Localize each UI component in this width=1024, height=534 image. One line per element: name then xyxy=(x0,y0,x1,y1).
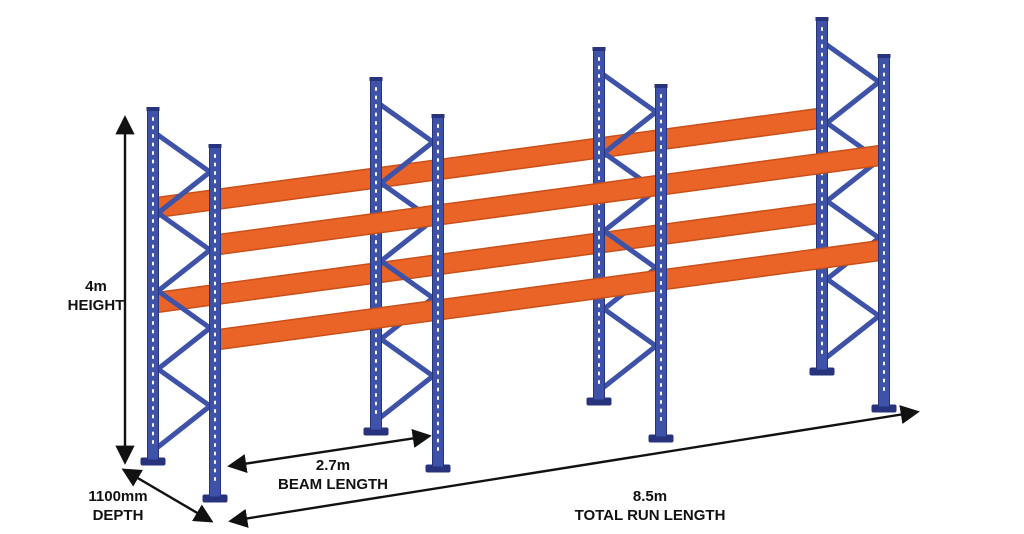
total-run-dimension-arrow xyxy=(228,405,920,528)
dimension-annotations: 4m HEIGHT 1100mm DEPTH 2.7m BEAM LENGTH … xyxy=(68,115,920,528)
height-value: 4m xyxy=(85,278,107,295)
frame-3-back-post xyxy=(586,47,612,406)
frame-4-front-cap xyxy=(877,54,891,58)
frame-1-back-cap xyxy=(146,107,160,111)
depth-dimension-arrow xyxy=(121,468,214,523)
depth-value: 1100mm xyxy=(88,488,147,505)
beam-length-value: 2.7m xyxy=(316,457,350,474)
frame-1-front-cap xyxy=(208,144,222,148)
frame-2-front-cap xyxy=(431,114,445,118)
frame-3-back-cap xyxy=(592,47,606,51)
beam-length-label: BEAM LENGTH xyxy=(278,476,388,493)
frame-4-back-cap xyxy=(815,17,829,21)
frame-3-front-cap xyxy=(654,84,668,88)
depth-label: DEPTH xyxy=(93,507,144,524)
total-run-value: 8.5m xyxy=(633,488,667,505)
total-run-label: TOTAL RUN LENGTH xyxy=(575,507,726,524)
frame-1-front-post xyxy=(202,144,228,503)
frame-4-back-post xyxy=(809,17,835,376)
frame-1-back-post xyxy=(140,107,166,466)
back-posts xyxy=(140,17,835,466)
frame-2-back-cap xyxy=(369,77,383,81)
height-label: HEIGHT xyxy=(68,297,125,314)
frame-4-bracing xyxy=(824,42,882,360)
